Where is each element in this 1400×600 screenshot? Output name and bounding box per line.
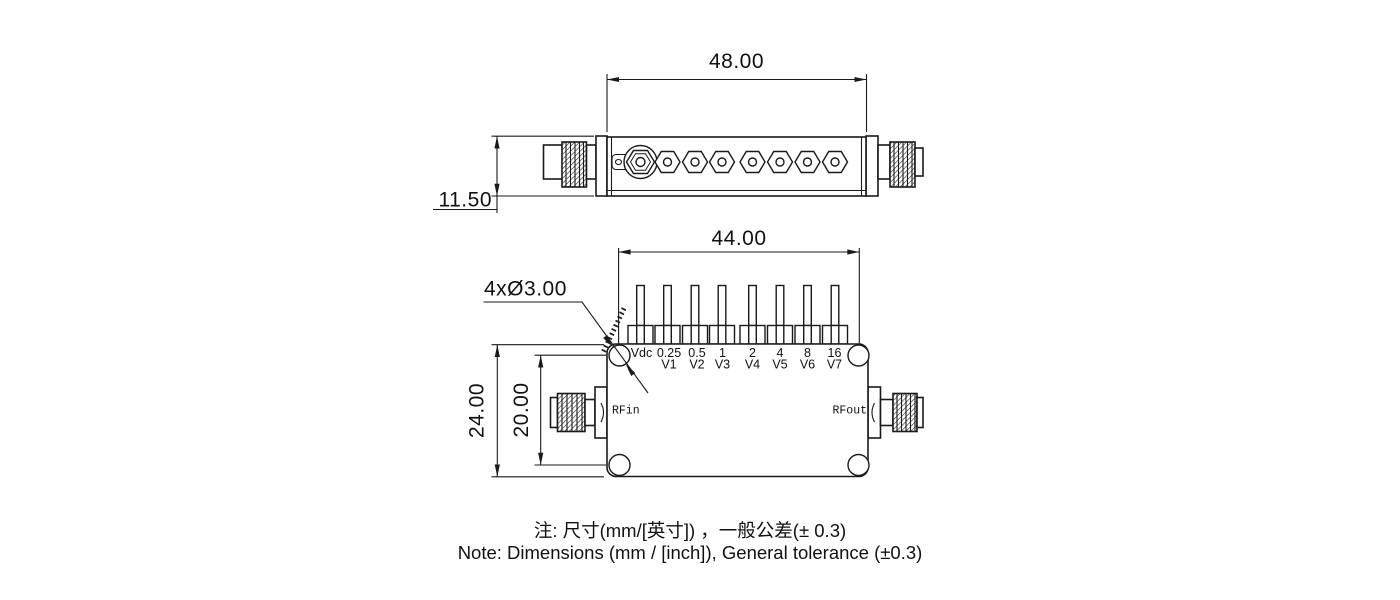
pin-value-label: 4	[777, 346, 784, 360]
connector-neck	[584, 398, 596, 427]
flange-profile	[871, 402, 875, 423]
attenuator-body-front	[606, 343, 869, 478]
pin-port-label: V5	[772, 358, 787, 372]
connector-neck	[879, 398, 894, 427]
screw-center	[717, 157, 727, 167]
dim-24-label: 24.00	[466, 383, 489, 438]
pin-value-label: 2	[749, 346, 756, 360]
dimension-20: 20.00	[510, 354, 606, 466]
thread-ridges	[893, 142, 913, 187]
sma-connector-left-front-view	[549, 386, 608, 439]
connector-end-cap	[914, 147, 924, 177]
drawing-notes: 注: 尺寸(mm/[英寸]) ，一般公差(± 0.3) Note: Dimens…	[458, 520, 923, 563]
dc-pin-row	[627, 284, 849, 345]
pin-value-label: 0.5	[688, 346, 705, 360]
screw-center	[802, 157, 813, 167]
dc-pin	[821, 284, 849, 345]
dc-pin	[654, 284, 681, 345]
connector-neck	[585, 144, 597, 180]
screw-center	[747, 157, 758, 167]
dim-44-label: 44.00	[711, 227, 766, 250]
note-line-english: Note: Dimensions (mm / [inch]), General …	[458, 542, 923, 563]
pin-port-label: V3	[715, 358, 730, 372]
diagonal-knurled-stud	[601, 306, 627, 353]
body-edge-lines	[607, 137, 866, 196]
mounting-hole	[608, 453, 631, 477]
pin-value-label: 8	[804, 346, 811, 360]
hole-callout-label: 4xØ3.00	[484, 278, 567, 301]
dimension-44: 44.00	[618, 227, 860, 346]
connector-flange	[595, 135, 608, 197]
dc-pin	[681, 284, 709, 345]
pin-labels: Vdc 0.25 V1 0.5 V2 1 V3 2 V4 4 V5 8 V6 1…	[631, 346, 842, 372]
pin-port-label: V7	[827, 358, 842, 372]
connector-flange	[867, 386, 882, 439]
pin-port-label: V4	[745, 358, 760, 372]
dc-pin	[739, 284, 766, 345]
connector-neck	[877, 144, 891, 180]
connector-end-cap	[542, 144, 564, 180]
pin-value-label: 16	[828, 346, 842, 360]
pin-value-label: 0.25	[657, 346, 681, 360]
front-view: Vdc 0.25 V1 0.5 V2 1 V3 2 V4 4 V5 8 V6 1…	[466, 227, 924, 478]
dc-pin	[794, 284, 821, 345]
top-view: 48.00 11.50	[433, 50, 924, 213]
sma-connector-right-top-view	[865, 135, 924, 197]
pin-port-label: V2	[689, 358, 704, 372]
dc-pin	[766, 284, 794, 345]
lug-hole	[614, 158, 623, 166]
connector-end-cap	[916, 396, 924, 429]
dimension-24: 24.00	[466, 344, 604, 478]
mounting-hole	[608, 344, 631, 367]
dc-pin	[627, 284, 654, 345]
sma-connector-right-front-view	[867, 386, 924, 439]
dim-11-5-label: 11.50	[439, 189, 493, 212]
vdc-label: Vdc	[631, 346, 653, 360]
pin-port-label: V6	[800, 358, 815, 372]
hole-callout: 4xØ3.00	[483, 278, 649, 394]
connector-end-cap	[549, 396, 559, 429]
mounting-hole	[847, 453, 870, 477]
dim-20-label: 20.00	[510, 382, 533, 437]
screw-center	[635, 156, 646, 168]
flange-profile	[600, 402, 605, 423]
pin-port-label: V1	[661, 358, 676, 372]
dc-pin	[708, 284, 736, 345]
note-line-chinese: 注: 尺寸(mm/[英寸]) ，一般公差(± 0.3)	[534, 520, 846, 541]
mounting-hole	[847, 344, 870, 367]
screw-center	[775, 157, 785, 167]
connector-flange	[594, 386, 608, 439]
thread-ridges	[561, 393, 583, 432]
rf-in-label: RFin	[612, 405, 640, 418]
dimension-11-5: 11.50	[433, 135, 594, 213]
thread-ridges	[565, 142, 585, 187]
screw-center	[830, 157, 840, 167]
connector-flange	[865, 135, 879, 197]
dim-48-label: 48.00	[709, 50, 764, 73]
screw-center	[690, 157, 700, 167]
sma-connector-left-top-view	[542, 135, 608, 197]
dimension-48: 48.00	[606, 50, 868, 132]
screw-center	[662, 157, 673, 167]
thread-ridges	[896, 393, 916, 432]
pin-value-label: 1	[719, 346, 726, 360]
mounting-holes	[608, 344, 870, 477]
rf-out-label: RFout	[832, 405, 867, 418]
hex-screw-row	[623, 144, 849, 180]
